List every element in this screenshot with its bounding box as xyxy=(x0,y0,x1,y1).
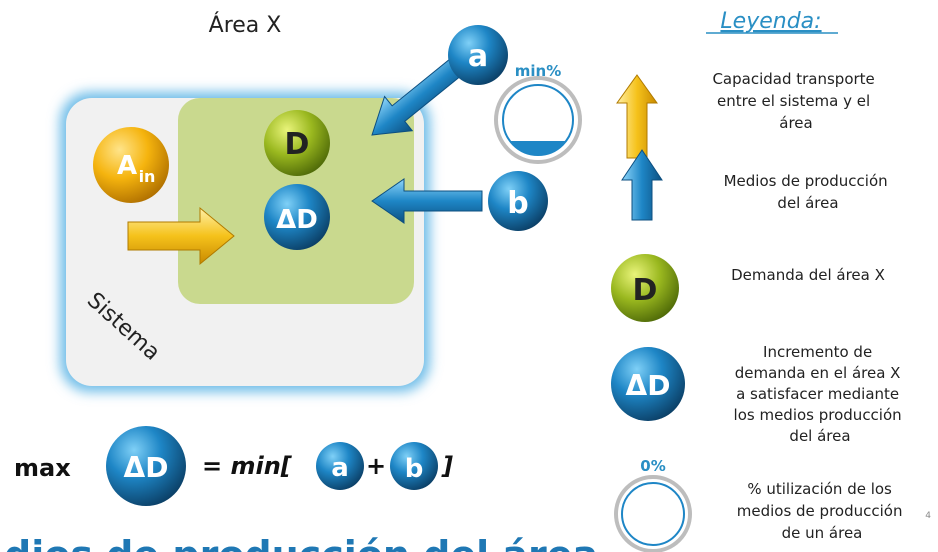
bottom-title: dios de producción del área xyxy=(4,533,598,552)
min-gauge-icon: min% xyxy=(494,62,582,164)
ain-ball-icon: A in xyxy=(93,127,169,203)
legend-text-utilization: % utilización de los medios de producció… xyxy=(737,480,908,542)
production-arrow-b-icon xyxy=(371,178,483,224)
formula-b-symbol: b xyxy=(405,454,424,484)
demand-ball-icon: D xyxy=(264,110,330,176)
legend-gauge-label: 0% xyxy=(640,457,665,475)
formula-a-ball-icon: a xyxy=(316,442,364,490)
min-gauge-label: min% xyxy=(515,62,561,80)
area-title: Área X xyxy=(209,12,282,38)
legend-text-increment: Incremento de demanda en el área X a sat… xyxy=(734,343,907,445)
delta-demand-label: ΔD xyxy=(276,205,318,235)
formula-eq: = min[ xyxy=(202,452,293,480)
a-ball-icon: a xyxy=(448,25,508,85)
legend-title: Leyenda: xyxy=(720,9,821,34)
formula-max: max xyxy=(14,454,71,482)
b-ball-icon: b xyxy=(488,171,548,231)
formula-close: ] xyxy=(441,452,453,480)
legend-delta-ball-icon: ΔD xyxy=(611,347,685,421)
legend-gauge-icon: 0% xyxy=(614,457,692,552)
legend-demand-symbol: D xyxy=(633,273,658,308)
legend-yellow-arrow-icon xyxy=(616,74,658,159)
legend-blue-arrow-icon xyxy=(621,149,663,221)
b-label: b xyxy=(507,186,528,221)
delta-demand-ball-icon: ΔD xyxy=(264,184,330,250)
a-label: a xyxy=(468,39,488,74)
formula-a-symbol: a xyxy=(331,453,349,483)
legend-text-production: Medios de producción del área xyxy=(724,172,893,212)
legend-demand-ball-icon: D xyxy=(611,254,679,322)
demand-label: D xyxy=(285,127,310,162)
page-number: 4 xyxy=(925,511,931,521)
formula-b-ball-icon: b xyxy=(390,442,438,490)
legend-text-demand: Demanda del área X xyxy=(731,266,885,284)
formula-plus: + xyxy=(366,452,386,480)
ain-subscript: in xyxy=(139,167,156,186)
legend-delta-symbol: ΔD xyxy=(626,369,671,402)
legend-text-transport: Capacidad transporte entre el sistema y … xyxy=(712,70,879,132)
formula-delta-ball-icon: ΔD xyxy=(106,426,186,506)
formula-delta-symbol: ΔD xyxy=(124,451,169,484)
ain-label: A xyxy=(117,151,137,181)
transport-arrow-icon xyxy=(127,206,235,266)
